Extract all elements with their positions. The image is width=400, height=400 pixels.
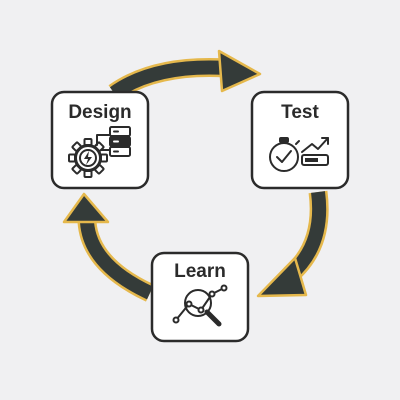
- stage-card-design: [50, 90, 150, 190]
- magnifying-glass-over-line-chart-icon: [172, 284, 228, 327]
- stopwatch-with-checkmark-and-trend-chart-icon: [269, 137, 329, 172]
- arrow-design-to-test: [108, 49, 262, 101]
- gear-with-lightning-and-server-icon: [68, 126, 131, 178]
- arrow-test-to-learn: [256, 190, 329, 298]
- arrow-learn-to-design: [62, 192, 155, 302]
- stage-card-learn: [150, 251, 250, 343]
- stage-card-test: [250, 90, 350, 190]
